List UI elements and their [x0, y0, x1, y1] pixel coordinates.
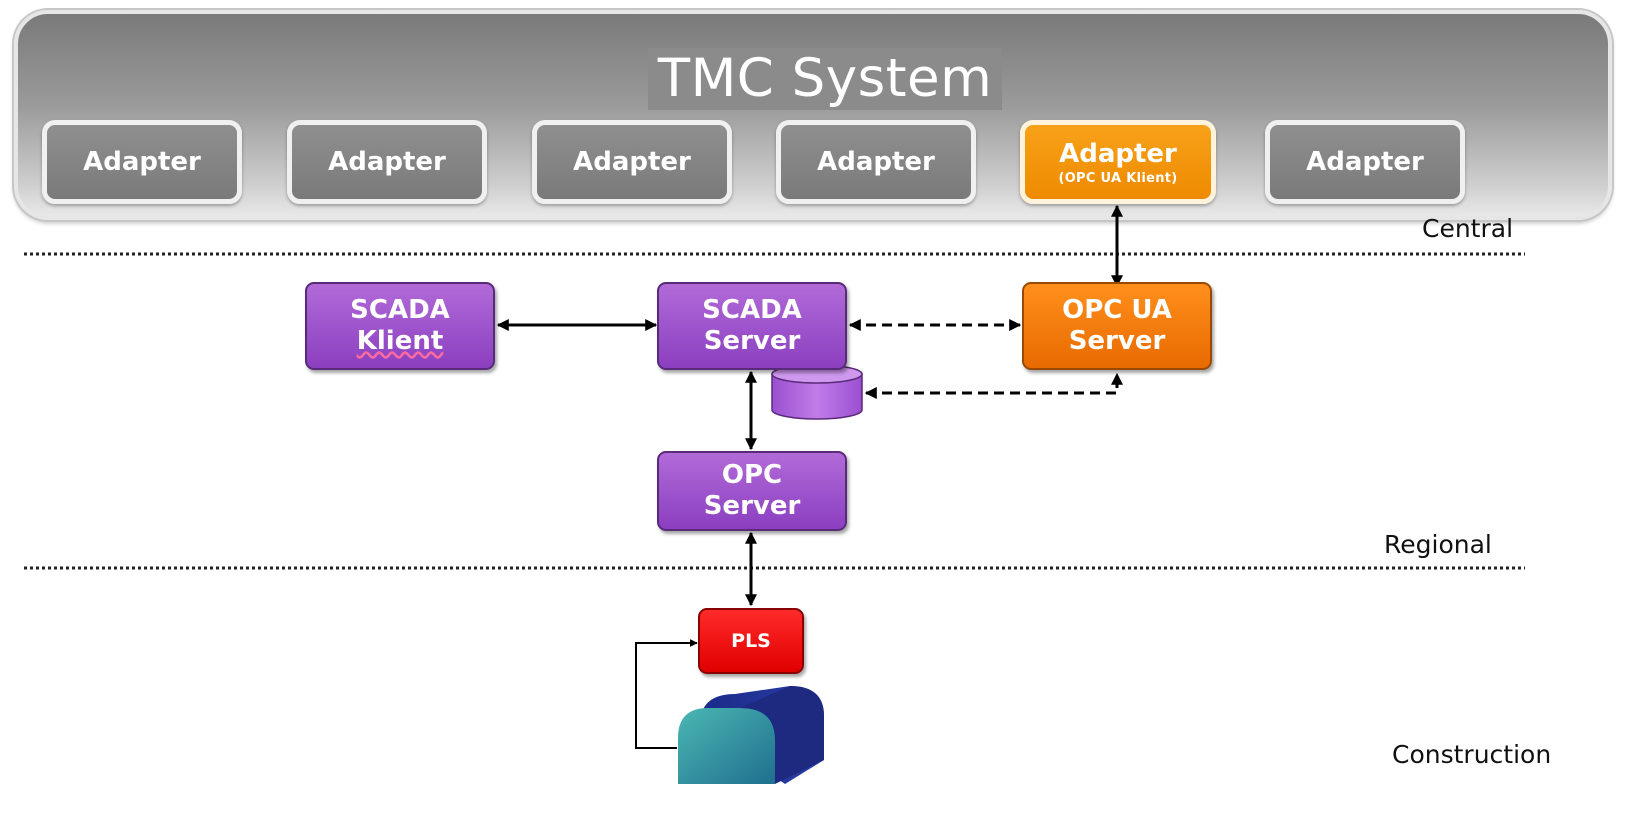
scada-klient-line2: Klient [356, 326, 444, 356]
adapter-1[interactable]: Adapter [42, 120, 242, 204]
adapter-opc-ua-klient[interactable]: Adapter (OPC UA Klient) [1020, 120, 1216, 204]
arrow-tunnel-pls [635, 639, 698, 749]
adapter-label: Adapter [817, 147, 935, 177]
scada-klient-line1: SCADA [350, 294, 450, 325]
adapter-label: Adapter [1306, 147, 1424, 177]
adapter-2[interactable]: Adapter [287, 120, 487, 204]
opc-server-line1: OPC [721, 459, 783, 490]
database-icon [771, 364, 863, 420]
opc-ua-server-line1: OPC UA [1062, 294, 1172, 325]
adapter-label: Adapter [83, 147, 201, 177]
tunnel-icon [678, 686, 824, 784]
level-label-regional: Regional [1384, 530, 1492, 559]
pls-box[interactable]: PLS [698, 608, 804, 674]
arrow-database-opcua [864, 372, 1123, 399]
scada-server-line1: SCADA [702, 294, 802, 325]
adapter-4[interactable]: Adapter [776, 120, 976, 204]
scada-server-line2: Server [703, 326, 801, 356]
adapter-sublabel: (OPC UA Klient) [1058, 170, 1178, 186]
scada-server-box[interactable]: SCADA Server [657, 282, 847, 370]
level-label-central: Central [1422, 214, 1514, 243]
adapter-label: Adapter [328, 147, 446, 177]
adapter-label: Adapter [1059, 138, 1177, 169]
opc-ua-server-line2: Server [1068, 326, 1166, 356]
opc-server-line2: Server [703, 491, 801, 521]
adapter-3[interactable]: Adapter [532, 120, 732, 204]
pls-label: PLS [731, 629, 771, 652]
tmc-system-title: TMC System [648, 48, 1002, 110]
level-label-construction: Construction [1392, 740, 1552, 769]
opc-server-box[interactable]: OPC Server [657, 451, 847, 531]
adapter-6[interactable]: Adapter [1265, 120, 1465, 204]
adapter-label: Adapter [573, 147, 691, 177]
opc-ua-server-box[interactable]: OPC UA Server [1022, 282, 1212, 370]
scada-klient-box[interactable]: SCADA Klient [305, 282, 495, 370]
